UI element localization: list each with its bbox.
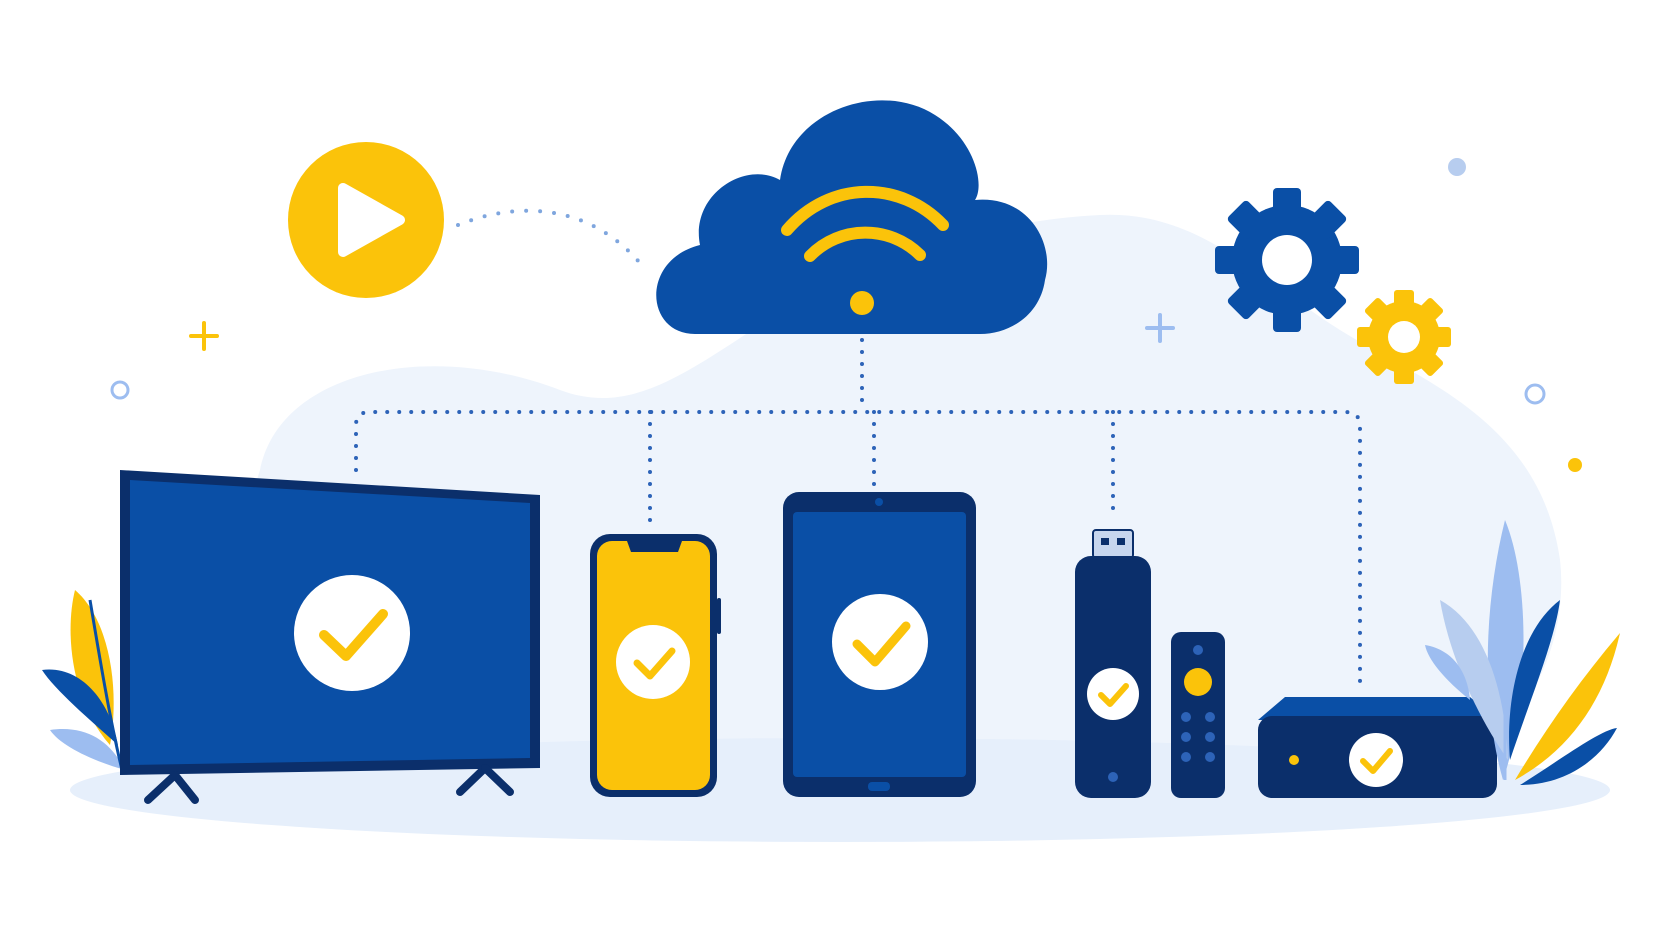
plus-sparkle-icon bbox=[189, 321, 219, 351]
checkmark-icon bbox=[832, 594, 928, 690]
connection-lines bbox=[354, 338, 1362, 692]
wifi-icon bbox=[781, 185, 949, 315]
dot-sparkle bbox=[1568, 458, 1582, 472]
tablet-icon bbox=[783, 492, 976, 797]
small-gear-icon bbox=[1357, 290, 1451, 384]
cloud-icon bbox=[656, 100, 1048, 334]
sparkles bbox=[110, 158, 1582, 472]
dotted-arc bbox=[456, 208, 642, 265]
dot-sparkle bbox=[1448, 158, 1466, 176]
usb-streaming-stick-icon bbox=[1075, 529, 1151, 798]
checkmark-icon bbox=[1349, 733, 1403, 787]
remote-control-icon bbox=[1171, 632, 1225, 798]
checkmark-icon bbox=[294, 575, 410, 691]
checkmark-icon bbox=[1087, 668, 1139, 720]
play-icon bbox=[288, 142, 444, 298]
plus-sparkle-icon bbox=[1145, 313, 1175, 343]
leaf-icon bbox=[42, 590, 125, 771]
ring-sparkle bbox=[1524, 383, 1546, 405]
checkmark-icon bbox=[616, 625, 690, 699]
gear-icon bbox=[1215, 188, 1359, 332]
smartphone-icon bbox=[590, 534, 721, 797]
leaf-icon bbox=[1425, 520, 1620, 785]
set-top-box-icon bbox=[1258, 697, 1497, 798]
tv-icon bbox=[120, 470, 540, 804]
ring-sparkle bbox=[110, 380, 130, 400]
